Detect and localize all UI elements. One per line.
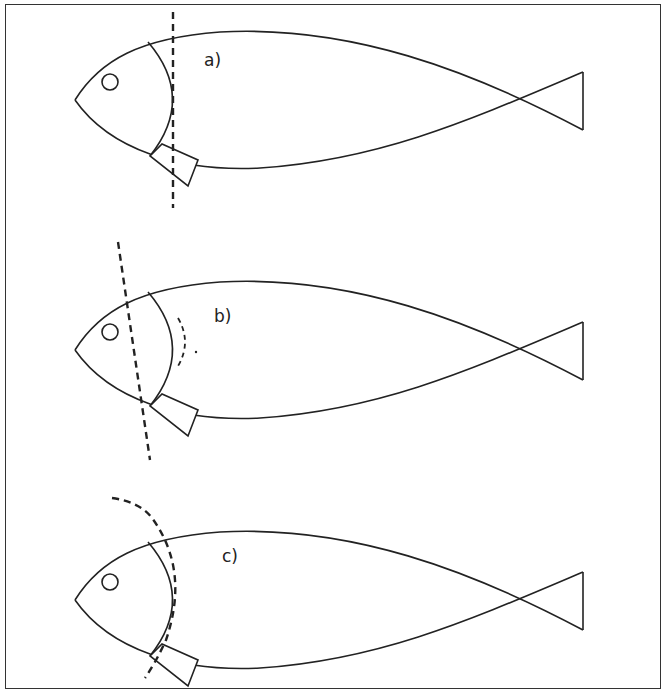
cut-c: [112, 498, 175, 678]
frame: [6, 5, 661, 689]
cut-b: [118, 242, 197, 460]
fish-a: [75, 12, 583, 208]
cut-line: [172, 12, 174, 208]
panel-label: a): [204, 52, 221, 69]
fish-b: [75, 281, 583, 436]
fish-c: [75, 531, 583, 686]
panel-label: c): [222, 548, 238, 565]
panel-label: b): [214, 308, 231, 325]
